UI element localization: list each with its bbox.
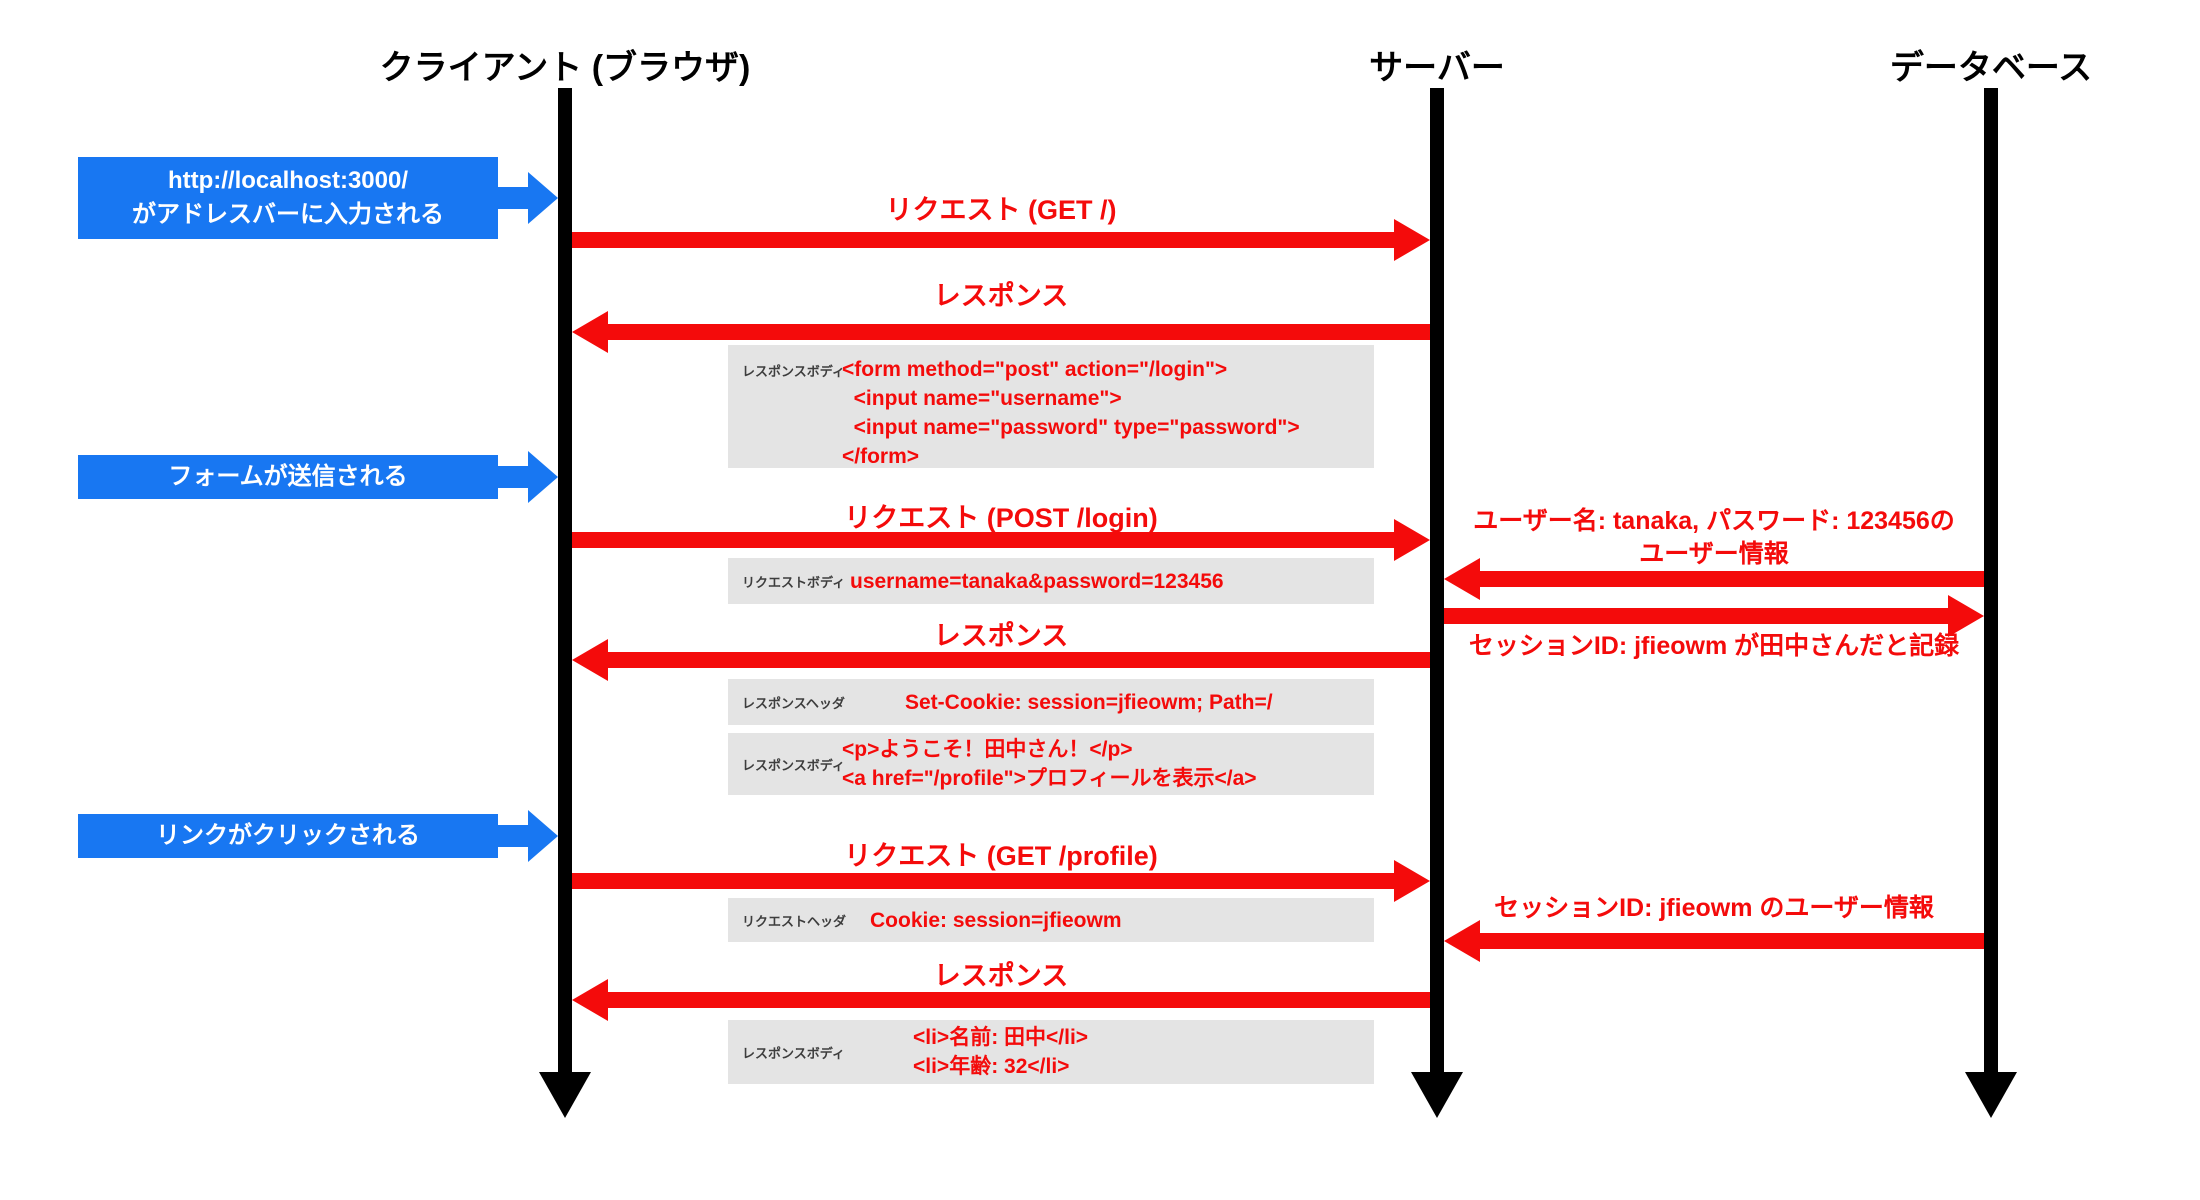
arrow-head-left-icon (1444, 920, 1480, 962)
payload-tag: リクエストヘッダ (742, 913, 847, 929)
payload-box-request-body-credentials: リクエストボディ username=tanaka&password=123456 (728, 558, 1374, 604)
arrow-head-left-icon (1444, 558, 1480, 600)
user-action-arrow-icon (498, 810, 558, 862)
payload-box-request-header-cookie: リクエストヘッダ Cookie: session=jfieowm (728, 898, 1374, 942)
db-message-label-session-user-info: セッションID: jfieowm のユーザー情報 (1494, 894, 1934, 922)
message-arrow-client-to-server (572, 219, 1430, 261)
user-action-box-form-submitted: フォームが送信される (78, 455, 498, 499)
arrow-shaft (498, 825, 528, 847)
message-arrow-server-to-client (572, 639, 1430, 681)
payload-code: <p>ようこそ！田中さん！</p> <a href="/profile">プロフ… (842, 738, 1257, 790)
arrow-shaft (608, 992, 1430, 1008)
lifeline-client-arrowhead-icon (539, 1072, 591, 1118)
payload-box-response-header-set-cookie: レスポンスヘッダ Set-Cookie: session=jfieowm; Pa… (728, 679, 1374, 725)
arrow-head-right-icon (528, 172, 558, 224)
arrow-head-left-icon (572, 639, 608, 681)
arrow-shaft (1480, 933, 1984, 949)
actor-label-database: データベース (1889, 49, 2093, 87)
message-label-request-get-root: リクエスト (GET /) (885, 195, 1117, 225)
message-label-response-2: レスポンス (933, 621, 1069, 651)
payload-tag: レスポンスボディ (742, 1045, 845, 1061)
message-label-request-post-login: リクエスト (POST /login) (844, 503, 1158, 533)
lifeline-database (1984, 88, 1998, 1072)
message-label-response-1: レスポンス (933, 281, 1069, 311)
message-arrow-server-to-client (572, 979, 1430, 1021)
payload-code: Cookie: session=jfieowm (870, 908, 1122, 932)
arrow-shaft (608, 324, 1430, 340)
message-label-request-get-profile: リクエスト (GET /profile) (844, 841, 1158, 871)
user-action-arrow-icon (498, 451, 558, 503)
db-message-label-user-info: ユーザー名: tanaka, パスワード: 123456の ユーザー情報 (1473, 507, 1955, 568)
lifeline-database-arrowhead-icon (1965, 1072, 2017, 1118)
payload-box-response-body-form: レスポンスボディ <form method="post" action="/lo… (728, 345, 1374, 468)
user-action-arrow-icon (498, 172, 558, 224)
payload-box-response-body-welcome: レスポンスボディ <p>ようこそ！田中さん！</p> <a href="/pro… (728, 733, 1374, 795)
payload-box-response-body-profile: レスポンスボディ <li>名前: 田中</li> <li>年齢: 32</li> (728, 1020, 1374, 1084)
arrow-shaft (498, 187, 528, 209)
arrow-shaft (498, 466, 528, 488)
payload-tag: レスポンスボディ (742, 364, 845, 379)
message-arrow-client-to-server (572, 860, 1430, 902)
arrow-head-right-icon (1394, 519, 1430, 561)
arrow-head-right-icon (1394, 219, 1430, 261)
payload-code: Set-Cookie: session=jfieowm; Path=/ (905, 690, 1273, 714)
arrow-head-left-icon (572, 979, 608, 1021)
lifeline-server-arrowhead-icon (1411, 1072, 1463, 1118)
lifeline-server (1430, 88, 1444, 1072)
user-action-box-link-clicked: リンクがクリックされる (78, 814, 498, 858)
arrow-head-right-icon (1948, 595, 1984, 637)
arrow-head-right-icon (528, 451, 558, 503)
arrow-shaft (1480, 571, 1984, 587)
arrow-shaft (608, 652, 1430, 668)
db-arrow-server-to-database (1444, 595, 1984, 637)
message-arrow-client-to-server (572, 519, 1430, 561)
actor-label-client: クライアント (ブラウザ) (379, 49, 751, 87)
actor-label-server: サーバー (1369, 49, 1505, 87)
arrow-head-right-icon (528, 810, 558, 862)
payload-code: <form method="post" action="/login"> <in… (842, 358, 1300, 468)
payload-code: username=tanaka&password=123456 (850, 569, 1224, 593)
arrow-shaft (572, 873, 1394, 889)
arrow-shaft (572, 232, 1394, 248)
arrow-shaft (1444, 608, 1948, 624)
user-action-box-url-entered: http://localhost:3000/ がアドレスバーに入力される (78, 157, 498, 239)
message-label-response-3: レスポンス (933, 961, 1069, 991)
payload-code: <li>名前: 田中</li> <li>年齢: 32</li> (913, 1026, 1089, 1078)
arrow-shaft (572, 532, 1394, 548)
db-message-label-session-recorded: セッションID: jfieowm が田中さんだと記録 (1468, 632, 1960, 660)
message-arrow-server-to-client (572, 311, 1430, 353)
payload-tag: レスポンスボディ (742, 757, 845, 773)
arrow-head-left-icon (572, 311, 608, 353)
db-arrow-database-to-server (1444, 558, 1984, 600)
payload-tag: レスポンスヘッダ (742, 695, 845, 711)
arrow-head-right-icon (1394, 860, 1430, 902)
payload-tag: リクエストボディ (742, 574, 846, 590)
db-arrow-database-to-server (1444, 920, 1984, 962)
lifeline-client (558, 88, 572, 1072)
